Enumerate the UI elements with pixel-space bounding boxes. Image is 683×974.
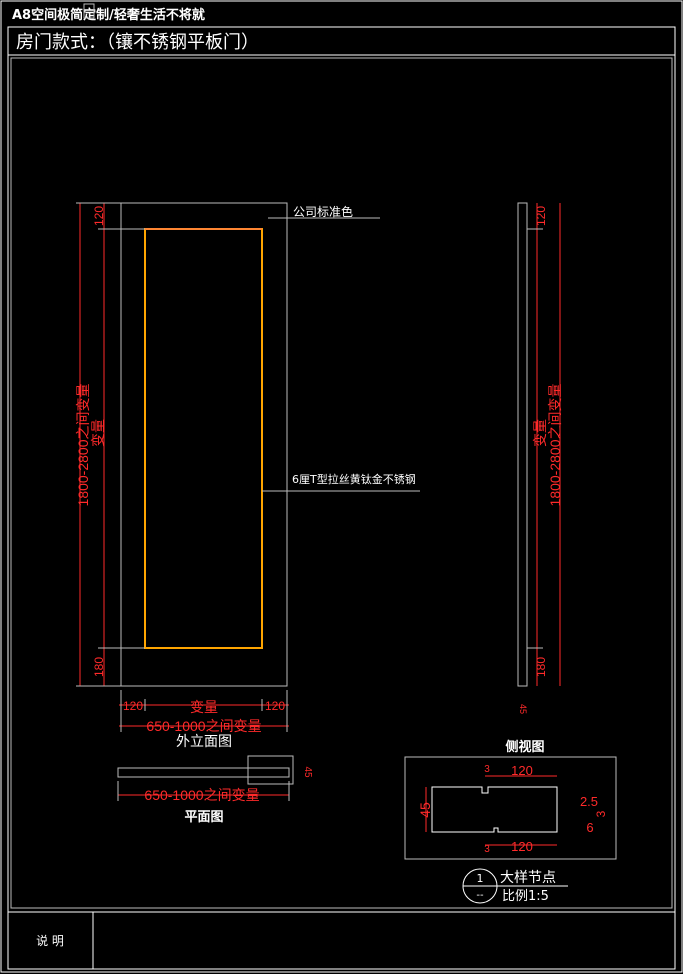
plan-dim-thick: 45 bbox=[302, 766, 313, 778]
caption-side-view: 侧视图 bbox=[505, 739, 544, 755]
plan-detail-callout bbox=[247, 755, 294, 785]
detail-section-profile bbox=[431, 786, 558, 833]
dim-height-var: 变量 bbox=[90, 419, 106, 447]
side-dim-bottom-180: 180 bbox=[534, 657, 548, 677]
footer-notes-label: 说 明 bbox=[36, 933, 64, 948]
side-door-outline bbox=[517, 202, 528, 687]
detail-dim-120-bottom: 120 bbox=[511, 839, 533, 854]
detail-dim-120-top: 120 bbox=[511, 763, 533, 778]
label-steel: 6厘T型拉丝黄钛金不锈钢 bbox=[292, 472, 416, 486]
dim-left-120: 120 bbox=[123, 699, 143, 713]
inner-border bbox=[7, 26, 676, 970]
side-dim-top-120: 120 bbox=[534, 206, 548, 226]
header-glyph-box bbox=[83, 3, 95, 19]
detail-dim-45: 45 bbox=[417, 802, 433, 818]
detail-frame bbox=[404, 756, 617, 860]
detail-dim-3: 3 bbox=[594, 810, 608, 817]
detail-dim-3-bottom: 3 bbox=[484, 844, 490, 855]
side-dim-height-var: 变量 bbox=[532, 419, 548, 447]
header-caption: A8空间极简定制/轻奢生活不将就 bbox=[12, 7, 205, 23]
side-dim-thick: 45 bbox=[518, 704, 528, 714]
dim-bottom-180: 180 bbox=[92, 657, 106, 677]
detail-marker-dash: -- bbox=[476, 890, 484, 901]
drawing-area-frame bbox=[10, 57, 673, 909]
dim-width-var: 变量 bbox=[190, 699, 218, 715]
detail-dim-6: 6 bbox=[586, 820, 593, 835]
detail-dim-2-5: 2.5 bbox=[580, 794, 598, 809]
dim-width-range: 650-1000之间变量 bbox=[146, 718, 261, 734]
label-standard-color: 公司标准色 bbox=[293, 205, 353, 219]
dim-top-120: 120 bbox=[92, 206, 106, 226]
plan-door-outline bbox=[117, 767, 290, 778]
steel-panel bbox=[144, 228, 263, 649]
detail-scale: 比例1:5 bbox=[502, 889, 549, 904]
dim-right-120: 120 bbox=[265, 699, 285, 713]
caption-front-elevation: 外立面图 bbox=[176, 734, 232, 750]
detail-marker-number: 1 bbox=[477, 872, 484, 885]
detail-dim-3-top: 3 bbox=[484, 764, 490, 775]
caption-plan: 平面图 bbox=[184, 810, 223, 825]
page-title: 房门款式：（镶不锈钢平板门） bbox=[16, 32, 259, 53]
side-dim-height-range: 1800-2800之间变量 bbox=[547, 384, 563, 507]
caption-detail: 大样节点 bbox=[500, 870, 556, 886]
dim-height-range: 1800-2800之间变量 bbox=[75, 384, 91, 507]
door-leaf-outline bbox=[120, 202, 288, 687]
plan-dim-width: 650-1000之间变量 bbox=[144, 787, 259, 803]
